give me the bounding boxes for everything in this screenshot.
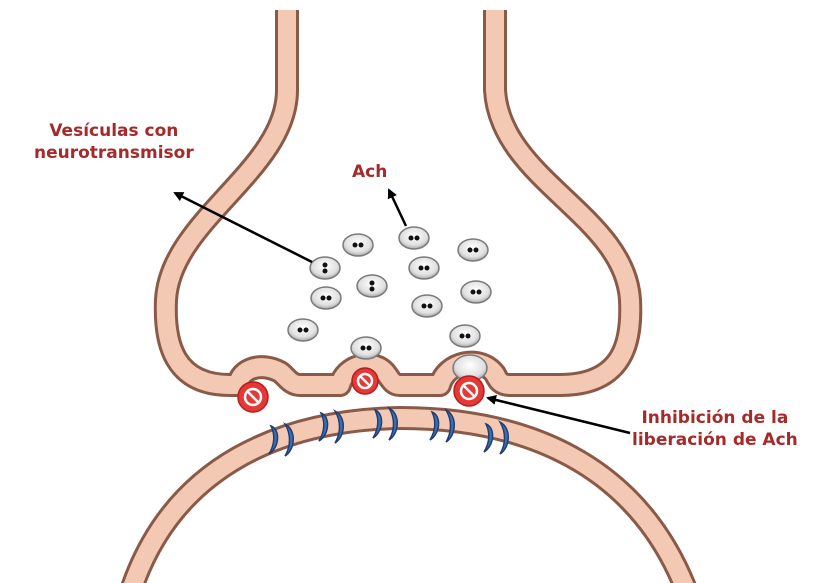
ach-label: Ach [352, 161, 387, 183]
inhibition-label-line2: liberación de Ach [632, 429, 798, 451]
vesicle-icon [311, 287, 341, 309]
vesicle-icon [461, 281, 491, 303]
vesicle-icon [357, 275, 387, 297]
vesicle-icon [310, 257, 340, 279]
no-entry-icon [454, 376, 484, 406]
vesicles-label-line2: neurotransmisor [34, 142, 194, 164]
vesicle-icon [351, 337, 381, 359]
vesicle-icon [343, 234, 373, 256]
inhibition-label-line1: Inhibición de la [632, 407, 798, 429]
arrow-to-ach-label [389, 190, 406, 226]
vesicles [288, 227, 491, 381]
vesicle-icon [409, 257, 439, 279]
postsynaptic-membrane-fill [128, 418, 690, 583]
vesicle-icon [450, 325, 480, 347]
presynaptic-membrane-fill [166, 10, 631, 385]
inhibition-label: Inhibición de la liberación de Ach [632, 407, 798, 451]
ach-label-text: Ach [352, 161, 387, 183]
postsynaptic-membrane [128, 418, 690, 583]
vesicles-label: Vesículas con neurotransmisor [34, 120, 194, 164]
vesicle-icon [288, 319, 318, 341]
no-entry-icon [238, 382, 268, 412]
vesicle-icon [412, 295, 442, 317]
no-entry-icon [352, 368, 378, 394]
vesicle-icon [399, 227, 429, 249]
vesicles-label-line1: Vesículas con [34, 120, 194, 142]
vesicle-icon [458, 239, 488, 261]
